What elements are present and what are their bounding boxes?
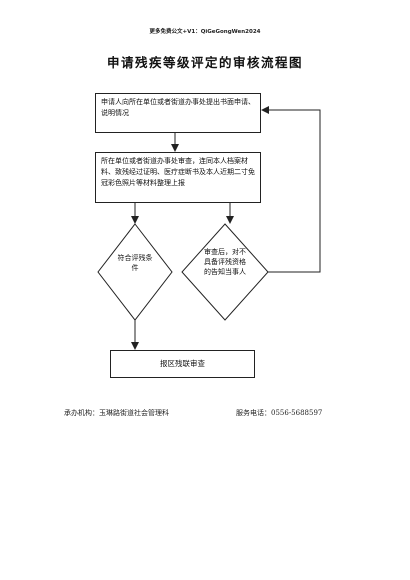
- page-header-watermark: 更多免费公文+V1：QiGeGongWen2024: [149, 29, 261, 35]
- footer-service-phone: 服务电话：0556-5688597: [236, 409, 323, 417]
- page-title: 申请残疾等级评定的审核流程图: [106, 55, 303, 70]
- unqualified-notice-label: 审查后，对不具备评残资格的告知当事人: [204, 248, 246, 276]
- feedback-loop-line: [261, 106, 321, 273]
- footer-organization: 承办机构：玉琳路街道社会管理科: [64, 409, 169, 417]
- step-final-box: 报区残联审查: [110, 350, 255, 378]
- qualified-condition-label: 符合评残条件: [117, 254, 153, 272]
- step-review-box: 所在单位或者街道办事处审查，连同本人档案材料、致残经过证明、医疗症断书及本人近期…: [95, 152, 261, 203]
- diamond-unqualified: [181, 223, 269, 321]
- step-apply-box: 申请人向所在单位或者街道办事处提出书面申请、说明情况: [95, 93, 261, 133]
